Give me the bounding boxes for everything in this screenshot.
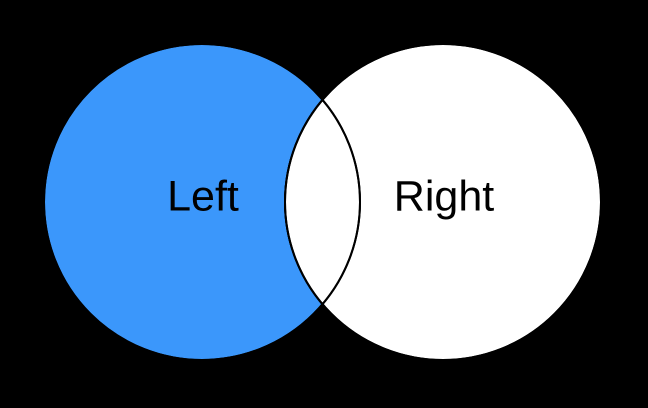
venn-circle-right-outline [284, 43, 602, 361]
venn-label-left: Left [167, 172, 239, 220]
venn-circle-left-outline [43, 43, 361, 361]
venn-label-right: Right [394, 172, 494, 220]
